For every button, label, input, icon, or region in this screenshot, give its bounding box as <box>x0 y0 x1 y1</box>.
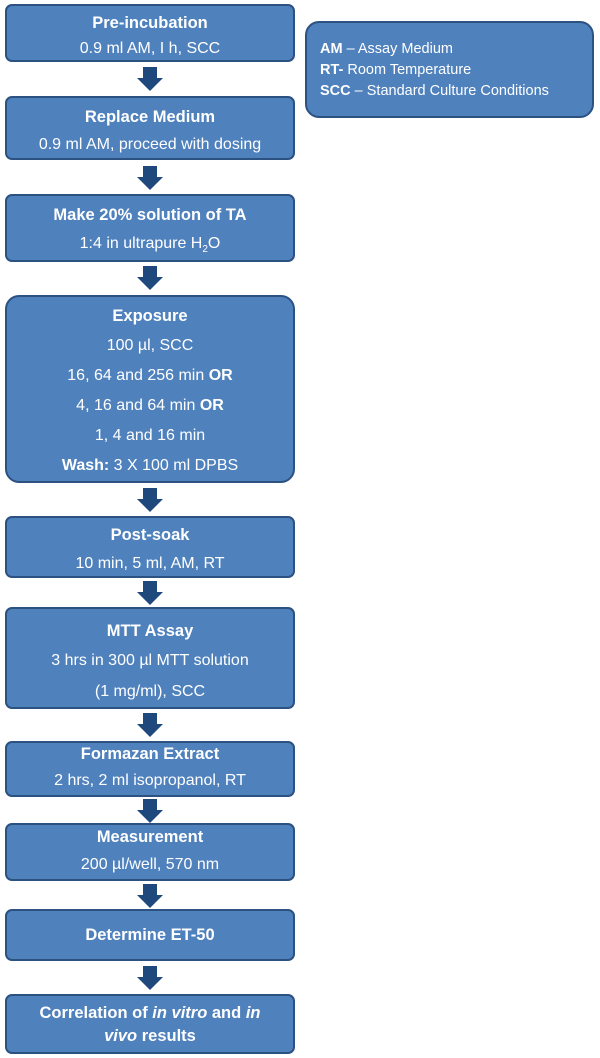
step-detail: 200 µl/well, 570 nm <box>80 856 220 873</box>
step-title: MTT Assay <box>106 622 194 640</box>
step-detail: 1:4 in ultrapure H2O <box>79 235 221 256</box>
step-detail: 0.9 ml AM, proceed with dosing <box>38 136 262 153</box>
step-detail: 10 min, 5 ml, AM, RT <box>75 555 225 572</box>
step-post-soak: Post-soak 10 min, 5 ml, AM, RT <box>5 516 295 578</box>
step-title: Formazan Extract <box>80 745 220 763</box>
step-make-solution: Make 20% solution of TA 1:4 in ultrapure… <box>5 194 295 262</box>
step-title: vivo results <box>104 1027 196 1045</box>
step-title: Replace Medium <box>84 108 216 126</box>
exposure-option: 16, 64 and 256 min OR <box>67 367 233 384</box>
legend-item: AM – Assay Medium <box>320 41 453 57</box>
step-determine-et50: Determine ET-50 <box>5 909 295 961</box>
step-correlation: Correlation of in vitro and in vivo resu… <box>5 994 295 1054</box>
abbreviation-legend: AM – Assay Medium RT- Room Temperature S… <box>305 21 594 118</box>
step-title: Post-soak <box>110 526 190 544</box>
down-arrow-icon <box>137 713 163 737</box>
step-pre-incubation: Pre-incubation 0.9 ml AM, I h, SCC <box>5 4 295 62</box>
down-arrow-icon <box>137 266 163 290</box>
step-detail: (1 mg/ml), SCC <box>94 683 206 700</box>
step-title: Measurement <box>96 828 204 846</box>
exposure-option: 4, 16 and 64 min OR <box>76 397 224 414</box>
step-title: Correlation of in vitro and in <box>39 1004 261 1022</box>
step-detail: 0.9 ml AM, I h, SCC <box>79 40 221 57</box>
step-title: Exposure <box>112 307 188 325</box>
step-replace-medium: Replace Medium 0.9 ml AM, proceed with d… <box>5 96 295 160</box>
step-detail: 3 hrs in 300 µl MTT solution <box>51 652 249 669</box>
wash-detail: Wash: 3 X 100 ml DPBS <box>61 457 239 474</box>
step-mtt-assay: MTT Assay 3 hrs in 300 µl MTT solution (… <box>5 607 295 709</box>
down-arrow-icon <box>137 67 163 91</box>
step-exposure: Exposure 100 µl, SCC 16, 64 and 256 min … <box>5 295 295 483</box>
step-title: Pre-incubation <box>92 14 208 32</box>
step-detail: 2 hrs, 2 ml isopropanol, RT <box>54 772 246 789</box>
down-arrow-icon <box>137 488 163 512</box>
exposure-option: 1, 4 and 16 min <box>94 427 206 444</box>
legend-item: RT- Room Temperature <box>320 62 472 78</box>
step-title: Determine ET-50 <box>85 926 215 944</box>
down-arrow-icon <box>137 799 163 823</box>
down-arrow-icon <box>137 966 163 990</box>
step-title: Make 20% solution of TA <box>53 206 247 224</box>
step-formazan-extract: Formazan Extract 2 hrs, 2 ml isopropanol… <box>5 741 295 797</box>
step-detail: 100 µl, SCC <box>106 337 194 354</box>
legend-item: SCC – Standard Culture Conditions <box>320 83 549 99</box>
down-arrow-icon <box>137 581 163 605</box>
down-arrow-icon <box>137 166 163 190</box>
down-arrow-icon <box>137 884 163 908</box>
step-measurement: Measurement 200 µl/well, 570 nm <box>5 823 295 881</box>
